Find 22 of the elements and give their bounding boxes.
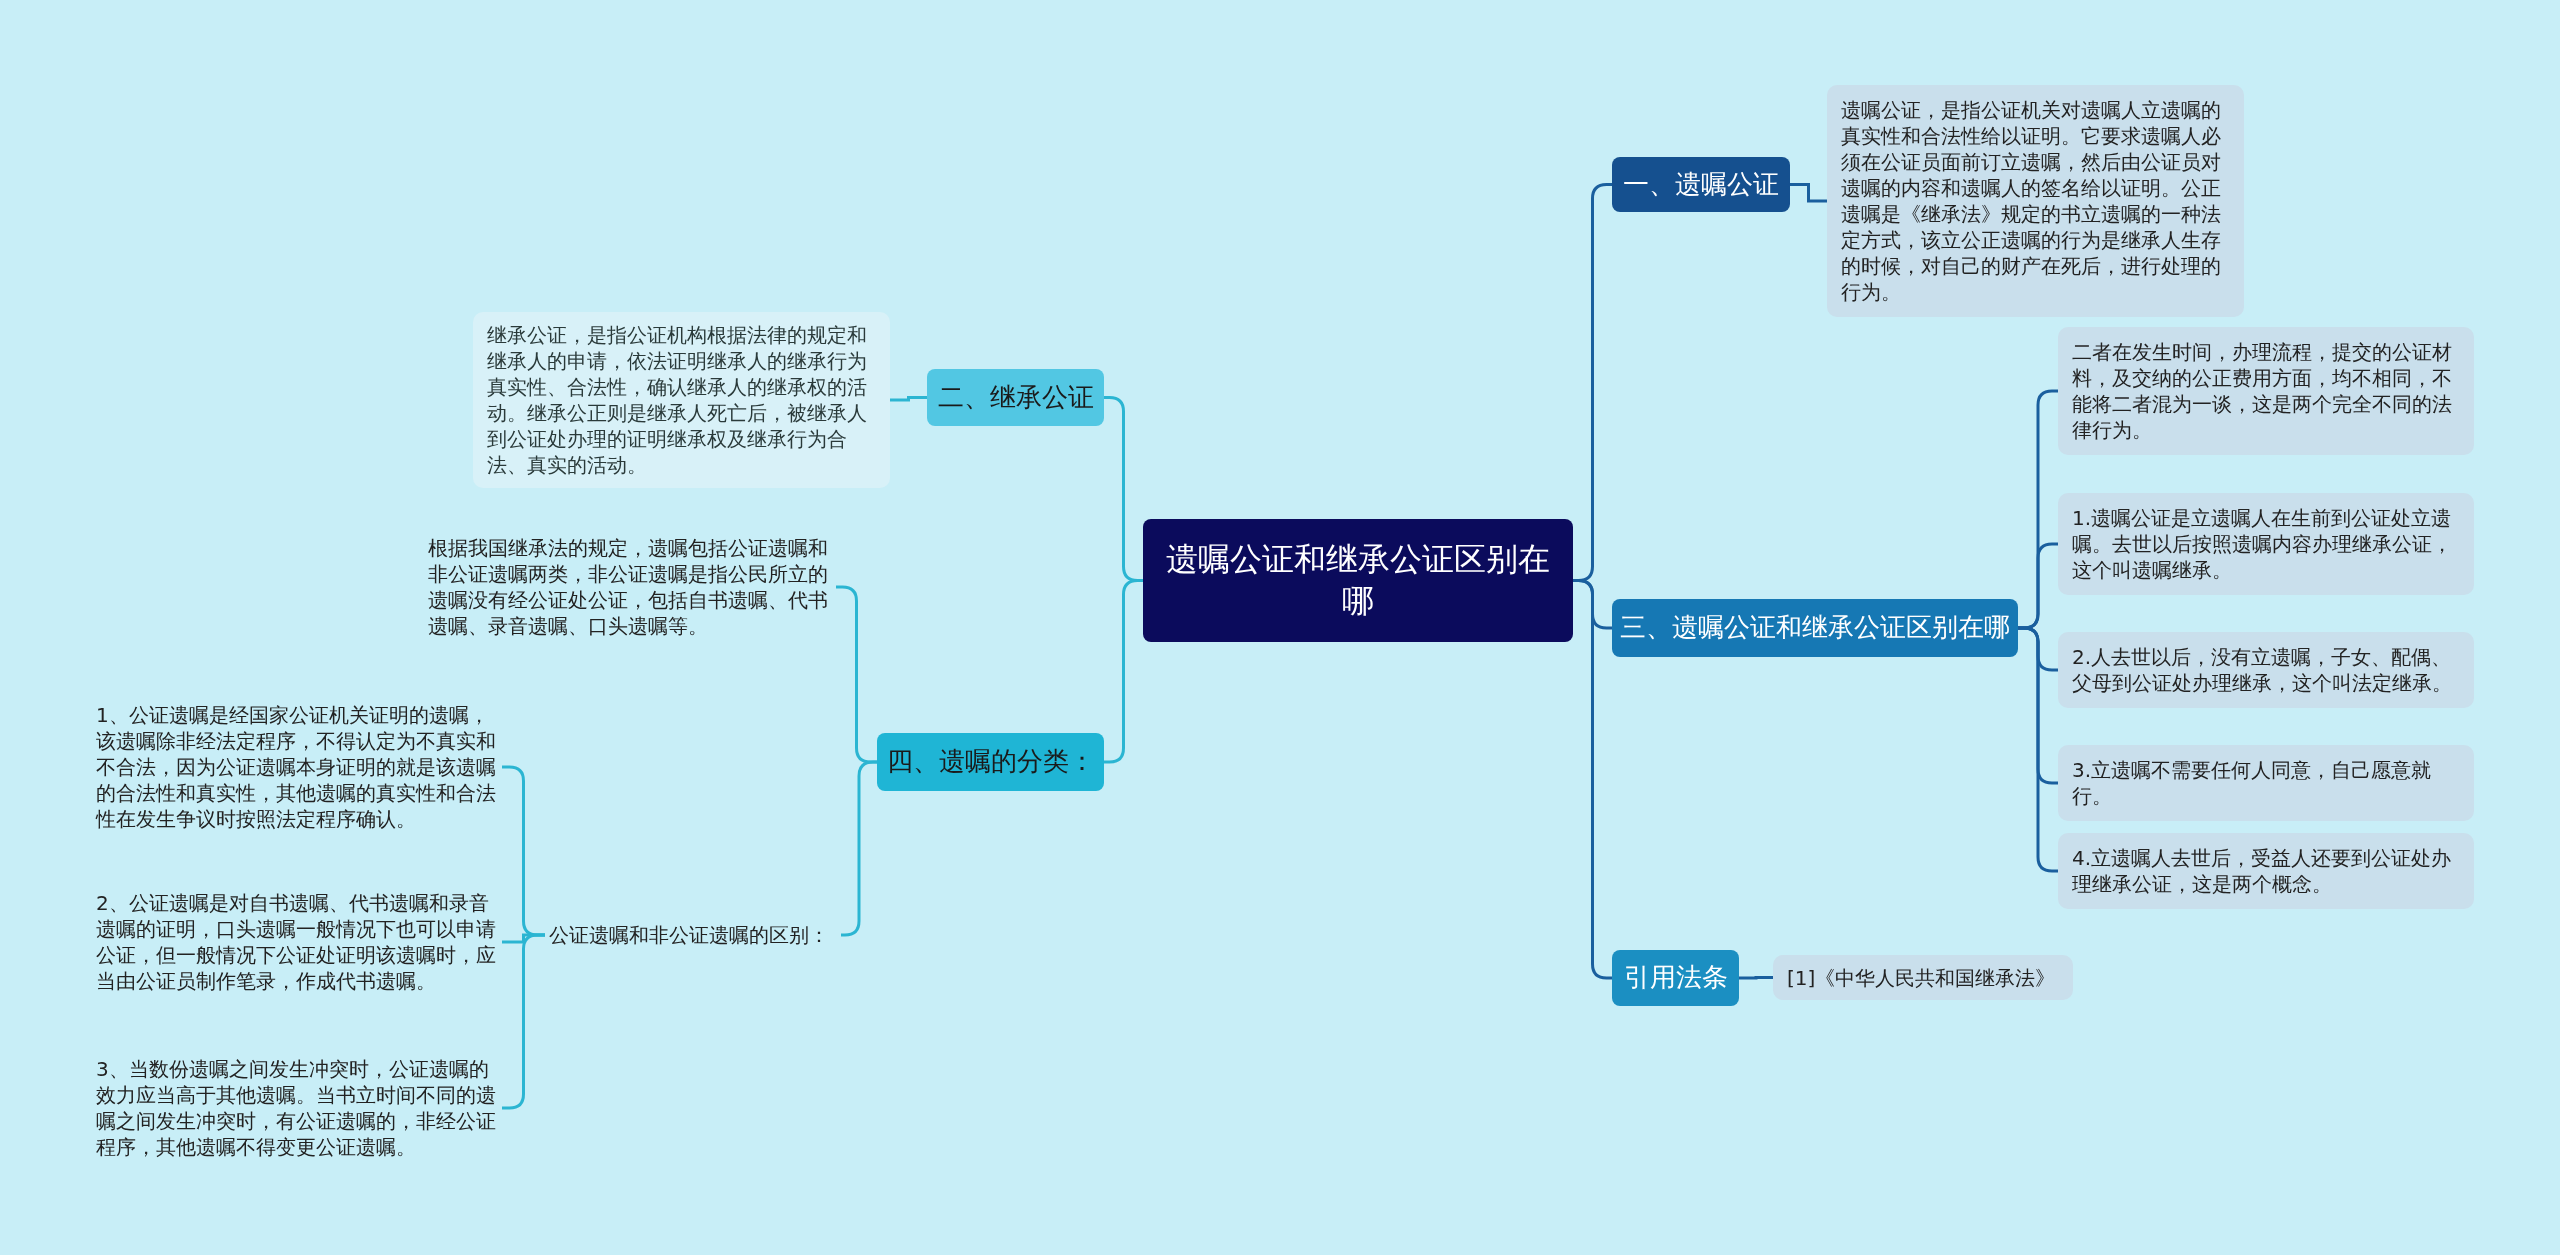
connector-line — [1790, 183, 1827, 203]
note-text: 公证遗嘱和非公证遗嘱的区别： — [545, 920, 841, 950]
note-box: 3.立遗嘱不需要任何人同意，自己愿意就行。 — [2058, 745, 2474, 821]
note-box: 二者在发生时间，办理流程，提交的公证材料，及交纳的公正费用方面，均不相同，不能将二者混为一谈，这是两个完全不同的法律行为。 — [2058, 327, 2474, 455]
connector-line — [890, 396, 927, 402]
note-text: 3、当数份遗嘱之间发生冲突时，公证遗嘱的效力应当高于其他遗嘱。当书立时间不同的遗嘱之间发生冲突时，有公证遗嘱的，非经公证程序，其他遗嘱不得变更公证遗嘱。 — [92, 1054, 502, 1162]
note-text: 2、公证遗嘱是对自书遗嘱、代书遗嘱和录音遗嘱的证明，口头遗嘱一般情况下也可以申请公证，但一般情况下公证处证明该遗嘱时，应当由公证员制作笔录，作成代书遗嘱。 — [92, 888, 502, 996]
note-box: 继承公证，是指公证机构根据法律的规定和继承人的申请，依法证明继承人的继承行为真实性、合法性，确认继承人的继承权的活动。继承公正则是继承人死亡后，被继承人到公证处办理的证明继承权及继承行为合法、真实的活动。 — [473, 312, 890, 488]
connector-line — [1739, 976, 1773, 980]
note-box: 2.人去世以后，没有立遗嘱，子女、配偶、父母到公证处办理继承，这个叫法定继承。 — [2058, 632, 2474, 708]
note-box: 4.立遗嘱人去世后，受益人还要到公证处办理继承公证，这是两个概念。 — [2058, 833, 2474, 909]
branch-box: 引用法条 — [1612, 950, 1739, 1006]
note-box: 1.遗嘱公证是立遗嘱人在生前到公证处立遗嘱。去世以后按照遗嘱内容办理继承公证，这个叫遗嘱继承。 — [2058, 493, 2474, 595]
branch-box: 一、遗嘱公证 — [1612, 157, 1790, 212]
central-topic: 遗嘱公证和继承公证区别在哪 — [1143, 519, 1573, 642]
branch-box: 二、继承公证 — [927, 369, 1104, 426]
branch-box: 四、遗嘱的分类： — [877, 733, 1104, 791]
note-box: 遗嘱公证，是指公证机关对遗嘱人立遗嘱的真实性和合法性给以证明。它要求遗嘱人必须在公证员面前订立遗嘱，然后由公证员对遗嘱的内容和遗嘱人的签名给以证明。公正遗嘱是《继承法》规定的书立遗嘱的一种法定方式，该立公正遗嘱的行为是继承人生存的时候，对自己的财产在死后，进行处理的行为。 — [1827, 85, 2244, 317]
note-text: 根据我国继承法的规定，遗嘱包括公证遗嘱和非公证遗嘱两类，非公证遗嘱是指公民所立的遗嘱没有经公证处公证，包括自书遗嘱、代书遗嘱、录音遗嘱、口头遗嘱等。 — [424, 533, 836, 641]
note-box: [1]《中华人民共和国继承法》 — [1773, 955, 2073, 1000]
branch-box: 三、遗嘱公证和继承公证区别在哪 — [1612, 599, 2018, 657]
note-text: 1、公证遗嘱是经国家公证机关证明的遗嘱，该遗嘱除非经法定程序，不得认定为不真实和不合法，因为公证遗嘱本身证明的就是该遗嘱的合法性和真实性，其他遗嘱的真实性和合法性在发生争议时按照法定程序确认。 — [92, 700, 502, 834]
